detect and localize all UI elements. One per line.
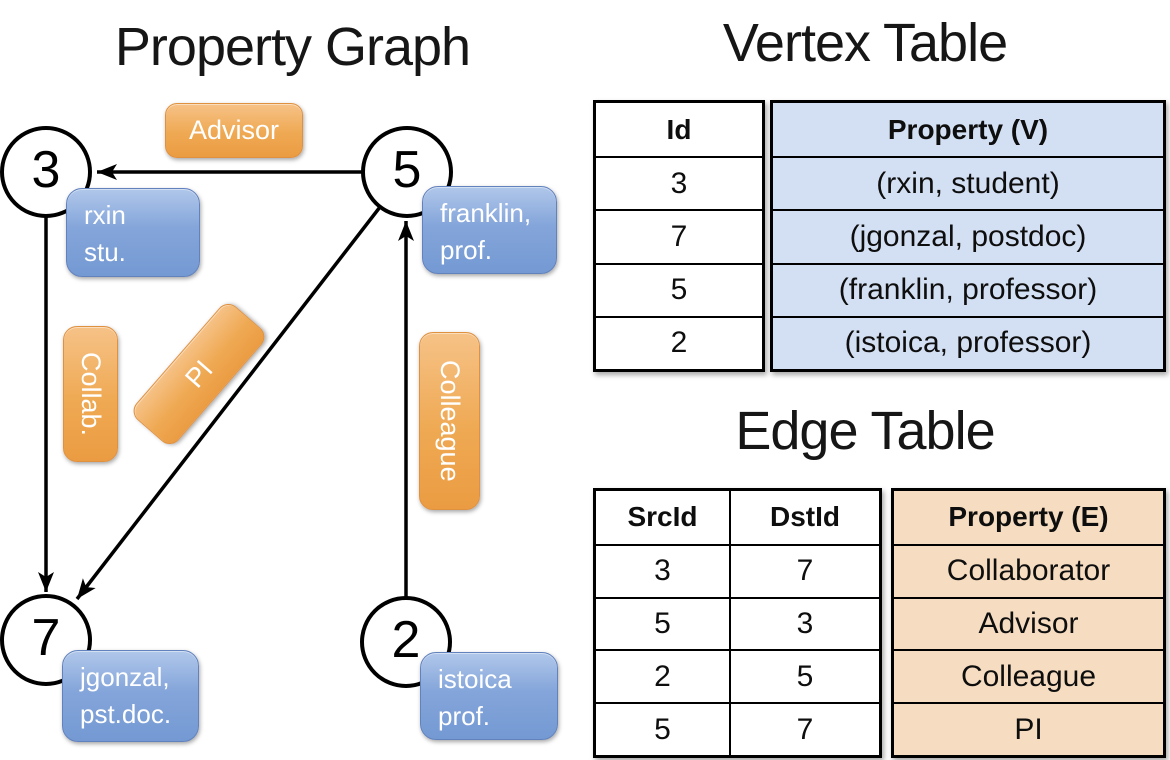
vertex-prop-line: prof.: [438, 701, 491, 731]
edge-label-collab: Collab.: [63, 326, 118, 462]
edge-label-text: Collab.: [76, 351, 106, 437]
edge-table-cell: 7: [729, 702, 879, 755]
edge-label-text: Colleague: [435, 360, 465, 482]
edge-table-header-property: Property (E): [948, 501, 1109, 533]
vertex-table-header-property: Property (V): [887, 113, 1049, 145]
edge-pi-5-to-7: [75, 205, 382, 601]
edge-table-cell: 2: [596, 649, 729, 702]
edge-table-cell: PI: [894, 702, 1163, 755]
edge-table: SrcId DstId 3 7 5 3 2 5 5 7 Property (E)…: [593, 488, 1166, 758]
vertex-prop-line: stu.: [84, 237, 126, 267]
vertex-prop-box-3: rxin stu.: [66, 188, 200, 277]
edge-table-property-column: Property (E) Collaborator Advisor Collea…: [891, 488, 1166, 758]
vertex-table-header-id: Id: [666, 113, 692, 145]
vertex-prop-box-2: istoica prof.: [420, 652, 558, 740]
vertex-prop-line: franklin,: [440, 198, 532, 228]
edge-table-cell: 3: [729, 596, 879, 650]
vertex-table-title: Vertex Table: [722, 13, 1008, 73]
edge-table-header-srcid: SrcId: [627, 501, 698, 533]
edge-label-advisor: Advisor: [165, 103, 303, 158]
edge-table-cell: 5: [729, 649, 879, 703]
vertex-prop-line: jgonzal,: [80, 662, 170, 692]
vertex-table-cell: (franklin, professor): [773, 262, 1163, 316]
vertex-table-id-column: Id 3 7 5 2: [593, 100, 765, 372]
vertex-table-cell: (jgonzal, postdoc): [773, 209, 1163, 262]
vertex-id-5: 5: [392, 140, 422, 199]
vertex-table-cell: 5: [596, 262, 762, 316]
edge-table-cell: 5: [596, 596, 729, 650]
edge-table-src-dst-columns: SrcId DstId 3 7 5 3 2 5 5 7: [593, 488, 882, 758]
vertex-id-7: 7: [31, 608, 61, 667]
edge-table-cell: 3: [596, 543, 729, 597]
vertex-prop-line: pst.doc.: [80, 699, 172, 729]
vertex-prop-line: rxin: [84, 200, 126, 230]
vertex-table-property-column: Property (V) (rxin, student) (jgonzal, p…: [770, 100, 1166, 372]
edge-table-header-dstid: DstId: [729, 491, 879, 544]
edge-table-title: Edge Table: [735, 401, 995, 461]
edge-table-cell: 7: [729, 543, 879, 597]
edge-table-cell: Collaborator: [894, 543, 1163, 597]
vertex-prop-box-7: jgonzal, pst.doc.: [62, 650, 199, 742]
vertex-prop-line: istoica: [438, 664, 512, 694]
vertex-id-2: 2: [391, 610, 421, 669]
vertex-table-cell: 7: [596, 209, 762, 262]
edge-table-cell: Colleague: [894, 649, 1163, 702]
edge-label-text: Advisor: [188, 115, 280, 145]
property-graph-title: Property Graph: [114, 17, 471, 77]
vertex-id-3: 3: [31, 140, 61, 199]
vertex-prop-line: prof.: [440, 235, 493, 265]
edge-label-colleague: Colleague: [419, 332, 480, 510]
edge-label-text: PI: [178, 354, 219, 394]
vertex-prop-box-5: franklin, prof.: [422, 186, 557, 274]
vertex-table: Id 3 7 5 2 Property (V) (rxin, student) …: [593, 100, 1166, 372]
edge-table-cell: 5: [596, 702, 729, 755]
vertex-table-cell: (istoica, professor): [773, 315, 1163, 369]
vertex-table-cell: 3: [596, 156, 762, 209]
vertex-table-cell: (rxin, student): [773, 156, 1163, 209]
vertex-table-cell: 2: [596, 315, 762, 369]
edge-table-cell: Advisor: [894, 596, 1163, 650]
